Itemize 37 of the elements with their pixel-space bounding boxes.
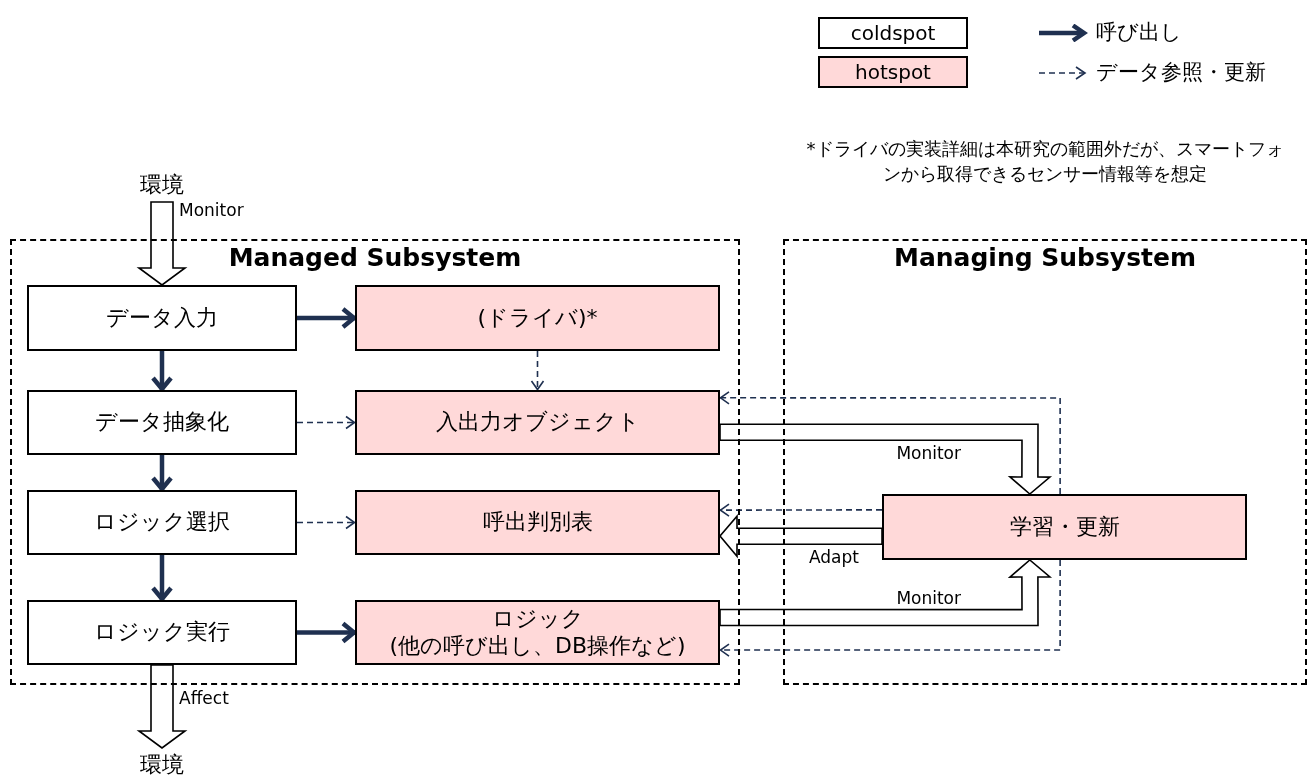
block-arrow bbox=[136, 664, 188, 749]
frame-title: Managing Subsystem bbox=[893, 243, 1197, 272]
subsystem-frame bbox=[10, 239, 740, 685]
frame-title: Managed Subsystem bbox=[227, 243, 523, 272]
reference-arrow bbox=[296, 515, 356, 530]
environment-label: 環境 bbox=[122, 168, 202, 202]
legend-label: 呼び出し bbox=[1096, 19, 1182, 46]
environment-label: 環境 bbox=[122, 748, 202, 780]
block-arrow bbox=[719, 423, 1053, 496]
reference-arrow bbox=[719, 503, 883, 517]
reference-arrow bbox=[719, 391, 1061, 495]
call-arrow bbox=[297, 621, 357, 644]
legend-swatch: hotspot bbox=[818, 56, 968, 88]
process-box: ロジック実行 bbox=[27, 600, 297, 665]
subsystem-frame bbox=[783, 239, 1307, 685]
block-arrow bbox=[719, 558, 1053, 627]
edge-label: Adapt bbox=[808, 547, 860, 567]
process-box: 入出力オブジェクト bbox=[355, 390, 720, 455]
process-box: ロジック (他の呼び出し、DB操作など) bbox=[355, 600, 720, 665]
process-box: 呼出判別表 bbox=[355, 490, 720, 555]
process-box: ロジック選択 bbox=[27, 490, 297, 555]
process-box: 学習・更新 bbox=[882, 494, 1247, 560]
process-box: データ抽象化 bbox=[27, 390, 297, 455]
call-arrow bbox=[297, 306, 357, 330]
reference-arrow bbox=[296, 415, 356, 430]
call-arrow bbox=[150, 455, 174, 492]
call-arrow bbox=[150, 351, 174, 392]
legend-label: データ参照・更新 bbox=[1096, 59, 1266, 86]
legend-swatch: coldspot bbox=[818, 17, 968, 49]
reference-arrow bbox=[719, 559, 1061, 657]
block-arrow bbox=[718, 514, 883, 559]
reference-arrow bbox=[530, 350, 545, 391]
footnote: *ドライバの実装詳細は本研究の範囲外だが、スマートフォンから取得できるセンサー情報等を想定 bbox=[805, 137, 1285, 186]
process-box: (ドライバ)* bbox=[355, 285, 720, 351]
process-box: データ入力 bbox=[27, 285, 297, 351]
block-arrow bbox=[136, 201, 188, 286]
call-arrow bbox=[150, 555, 174, 602]
